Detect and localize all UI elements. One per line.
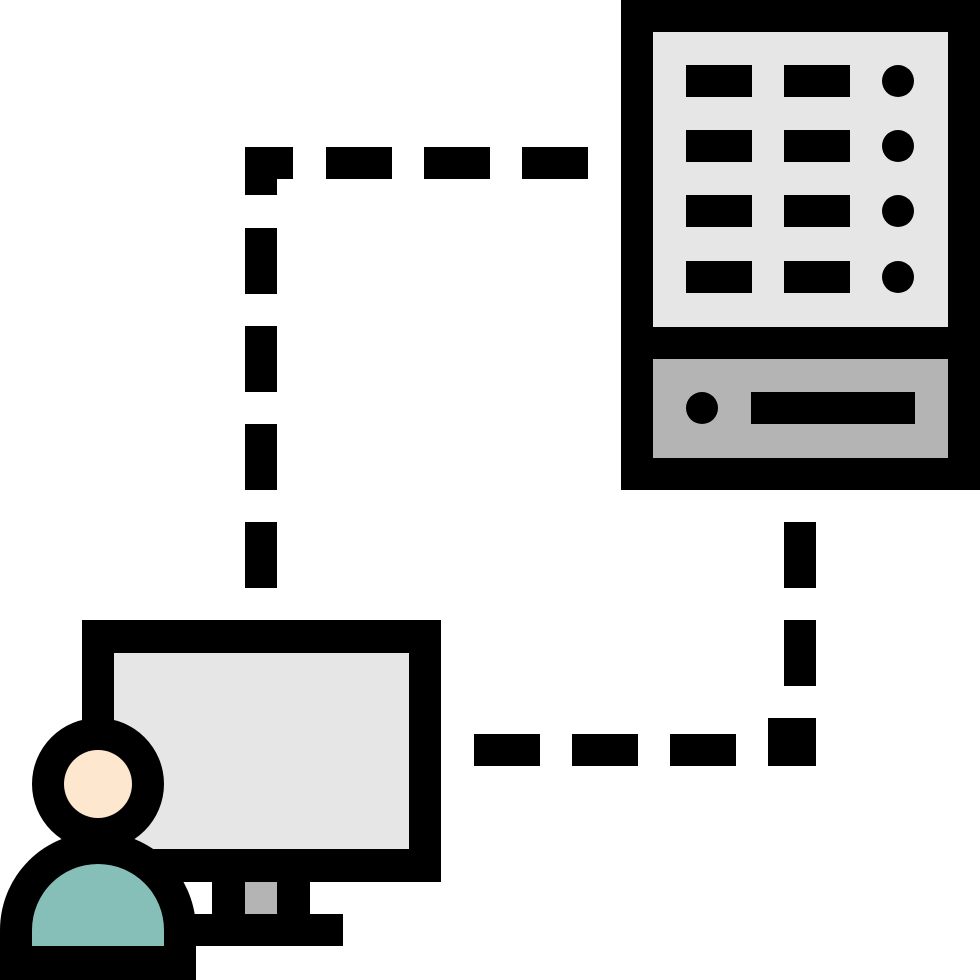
- monitor-screen: [114, 653, 409, 849]
- user-head: [64, 750, 132, 818]
- user-body: [32, 864, 164, 946]
- monitor-base: [180, 914, 343, 946]
- server-icon: [621, 0, 980, 490]
- dashed-connection-right: [474, 522, 816, 766]
- dashed-connection-left: [245, 147, 588, 588]
- monitor-neck: [245, 882, 277, 914]
- server-power-light: [686, 392, 718, 424]
- user-icon: [0, 718, 196, 980]
- server-slot: [751, 392, 915, 424]
- server-drive-bays: [686, 65, 914, 293]
